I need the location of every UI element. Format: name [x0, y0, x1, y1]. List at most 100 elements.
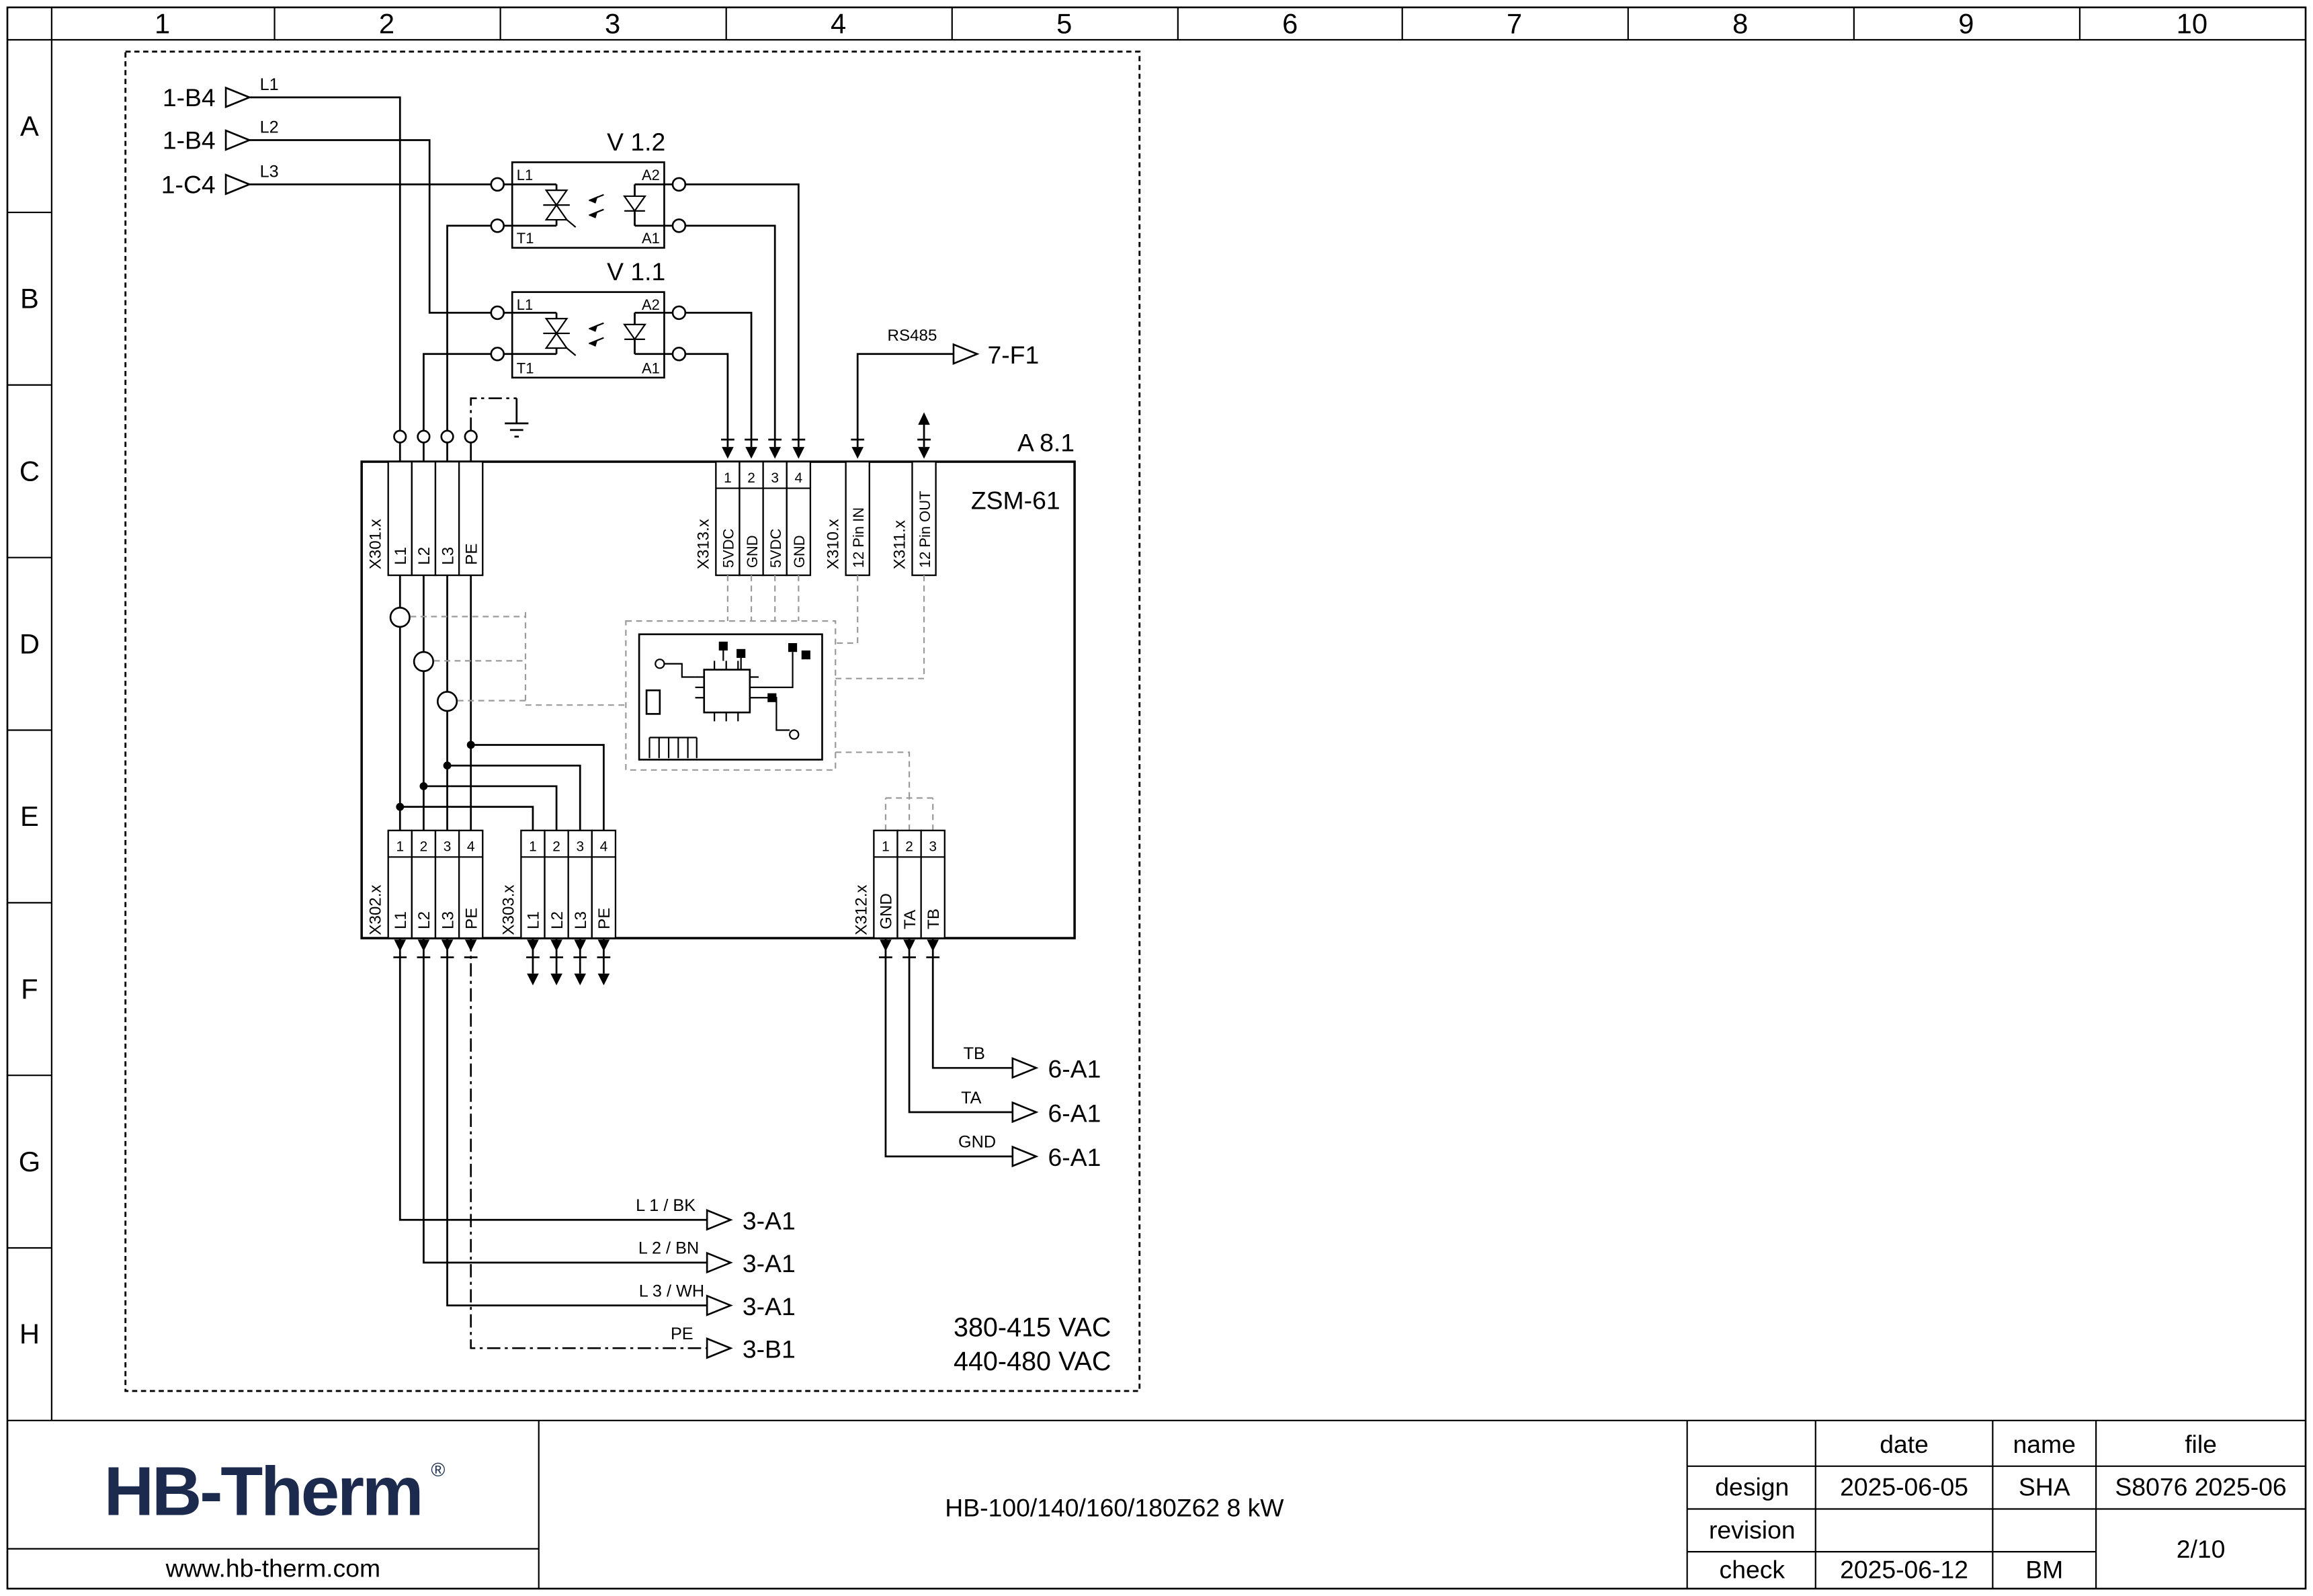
- row-a: A: [20, 110, 39, 142]
- col-4: 4: [831, 7, 846, 39]
- row-ruler: A B C D E F G H: [19, 110, 40, 1350]
- schematic-boundary: [124, 50, 1141, 1392]
- wire-l2: [249, 139, 492, 314]
- pin-number: 3: [929, 839, 937, 855]
- wire-label-gnd: GND: [958, 1133, 996, 1152]
- wire-label-ta: TA: [961, 1089, 982, 1107]
- wire-label-l2: L2: [260, 118, 279, 137]
- rs485-label: RS485: [888, 327, 937, 345]
- pe-earth-connection: [470, 397, 529, 438]
- terminal-group-label: X301.x: [367, 519, 385, 569]
- pin-number: 1: [396, 839, 404, 855]
- header-date: date: [1880, 1430, 1929, 1458]
- terminal-group-label: X302.x: [367, 884, 385, 935]
- input-feeders: 1-B4 1-B4 1-C4 L1 L2 L3: [161, 75, 492, 431]
- column-ruler: 1 2 3 4 5 6 7 8 9 10: [155, 7, 2207, 39]
- pin-number: 3: [576, 839, 584, 855]
- pin-number: 1: [882, 839, 890, 855]
- voltage-ratings: 380-415 VAC 440-480 VAC: [954, 1313, 1111, 1376]
- row-revision-label: revision: [1709, 1515, 1796, 1544]
- pin-number: 2: [552, 839, 560, 855]
- module-v12-title: V 1.2: [607, 128, 665, 156]
- target-ref: 3-A1: [743, 1292, 796, 1320]
- pin-number: 4: [600, 839, 608, 855]
- pin-label: L2: [415, 911, 433, 929]
- pin-label: L3: [439, 547, 457, 565]
- source-arrow-icon: [224, 173, 251, 195]
- pin-label: PE: [462, 543, 480, 564]
- internal-phase-wires: [389, 575, 605, 831]
- target-ref: 6-A1: [1048, 1054, 1101, 1083]
- target-arrow-icon: [952, 343, 978, 365]
- load-outputs: L 1 / BK L 2 / BN L 3 / WH PE 3-A1 3-A1 …: [398, 938, 796, 1363]
- header-file: file: [2185, 1430, 2217, 1458]
- ic-chip-icon: [703, 669, 751, 714]
- row-check-label: check: [1720, 1556, 1785, 1584]
- terminal-x310: 12 Pin IN X310.x: [825, 439, 870, 577]
- row-h: H: [19, 1318, 40, 1350]
- target-ref: 3-A1: [743, 1207, 796, 1235]
- pin-label: 12 Pin IN: [850, 507, 867, 568]
- pin-number: 4: [795, 470, 803, 486]
- row-e: E: [20, 800, 39, 832]
- col-6: 6: [1282, 7, 1298, 39]
- terminal-x313: 1 2 3 4 5VDC GND 5VDC GND X313.x: [694, 439, 812, 577]
- col-5: 5: [1056, 7, 1072, 39]
- col-1: 1: [155, 7, 170, 39]
- pin-number: 1: [529, 839, 537, 855]
- design-date: 2025-06-05: [1840, 1473, 1968, 1501]
- wire-label: L 2 / BN: [638, 1239, 699, 1258]
- terminal-x312: 1 2 3 GND TA TB X312.x: [852, 829, 945, 958]
- pin-label: L2: [415, 547, 433, 565]
- row-d: D: [19, 628, 40, 659]
- row-design-label: design: [1715, 1473, 1789, 1501]
- col-3: 3: [605, 7, 620, 39]
- x311-stub: [918, 412, 930, 448]
- pcb-module: [625, 620, 837, 771]
- header-name: name: [2013, 1430, 2076, 1458]
- module-v12: V 1.2 L1 A2 T1 A1: [490, 128, 687, 249]
- outer-border: [6, 6, 2307, 1590]
- row-b: B: [20, 283, 39, 314]
- pin-number: 3: [771, 470, 779, 486]
- target-arrow-icon: [1011, 1146, 1038, 1167]
- file-number: S8076 2025-06: [2115, 1473, 2286, 1501]
- triac-opto-symbol: [511, 183, 665, 228]
- module-v11-body: [511, 291, 665, 379]
- target-ref: 6-A1: [1048, 1099, 1101, 1127]
- company-website: www.hb-therm.com: [165, 1554, 380, 1582]
- pin-number: 2: [420, 839, 428, 855]
- pin-label: 5VDC: [767, 529, 784, 569]
- wire-label-l3: L3: [260, 162, 279, 181]
- module-v11: V 1.1 L1 A2 T1 A1: [490, 257, 687, 379]
- company-logo: HB-Therm: [104, 1452, 422, 1529]
- drawing-frame: 1 2 3 4 5 6 7 8 9 10 A B C D E F G H: [6, 6, 2307, 1590]
- col-7: 7: [1507, 7, 1522, 39]
- pin-label: GND: [878, 893, 896, 929]
- module-v12-body: [511, 161, 665, 249]
- column-ruler-ticks: [274, 7, 2081, 40]
- terminal-label: L1: [517, 167, 533, 183]
- input-ref-2: 1-B4: [163, 126, 216, 155]
- terminal-group-label: X303.x: [499, 884, 517, 935]
- wire-label: L 3 / WH: [639, 1282, 704, 1300]
- wire-label-tb: TB: [964, 1044, 985, 1063]
- terminal-x303: 1 2 3 4 L1 L2 L3 PE X303.x: [499, 829, 617, 986]
- pin-number: 3: [444, 839, 452, 855]
- col-9: 9: [1958, 7, 1974, 39]
- terminal-label: A2: [642, 167, 660, 183]
- pin-label: TA: [901, 909, 919, 929]
- rs485-target-ref: 7-F1: [987, 341, 1039, 369]
- wire-label: L 1 / BK: [636, 1196, 696, 1215]
- pin-label: TB: [925, 909, 943, 929]
- pin-label: 5VDC: [720, 529, 737, 569]
- terminal-group-label: X313.x: [694, 519, 712, 569]
- pin-number: 4: [467, 839, 475, 855]
- row-c: C: [19, 456, 40, 487]
- pin-label: GND: [791, 535, 808, 568]
- terminal-label: A2: [642, 296, 660, 313]
- pin-label: L3: [572, 911, 590, 929]
- target-arrow-icon: [1011, 1101, 1038, 1123]
- sensor-outputs: TB TA GND 6-A1 6-A1 6-A1: [884, 938, 1101, 1171]
